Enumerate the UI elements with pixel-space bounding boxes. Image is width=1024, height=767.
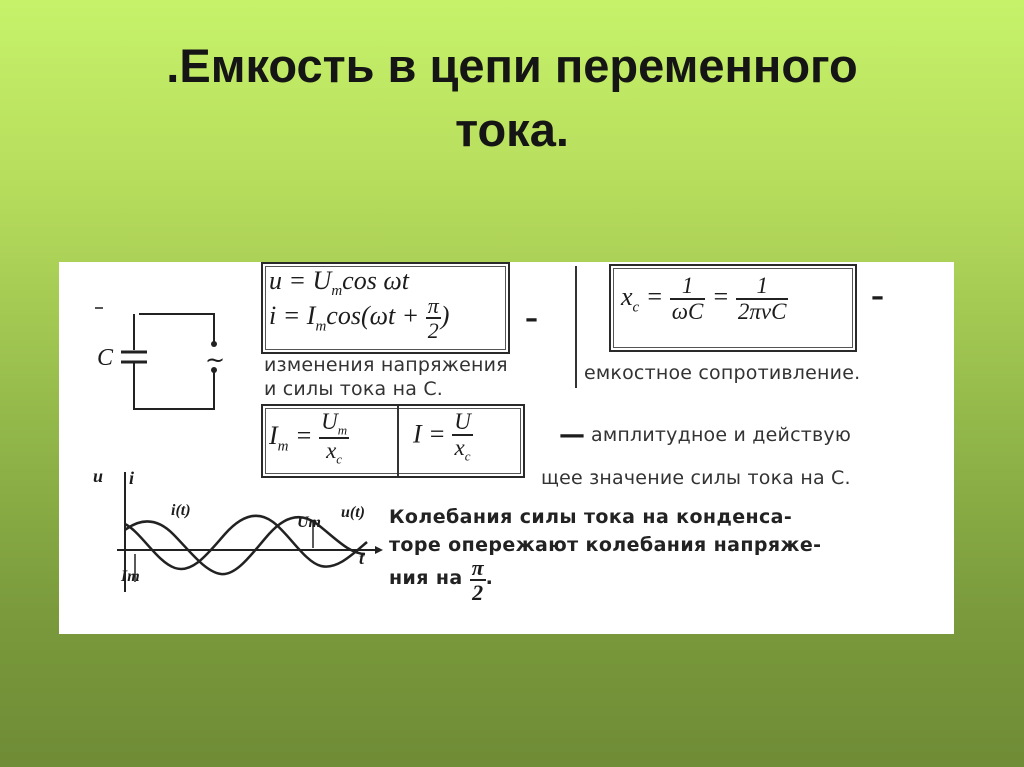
reactance-caption: емкостное сопротивление.	[584, 362, 861, 384]
reactance-frac-2-den: 2πνC	[737, 299, 787, 325]
amplitude-im-sub: m	[277, 438, 289, 455]
graph-im-label: Im	[121, 568, 140, 585]
amplitude-xc-sub-1: c	[336, 451, 343, 467]
circuit-wire-top	[139, 313, 215, 342]
amplitude-um-sub: m	[337, 422, 348, 438]
amplitude-formulas-divider	[397, 406, 399, 476]
amplitude-eq: =	[288, 421, 320, 451]
source-terminal-top	[211, 341, 217, 347]
voltage-equation-rhs: cos ωt	[342, 266, 409, 295]
current-equation-close: )	[440, 301, 450, 331]
equations-caption-line-2: и силы тока на С.	[264, 378, 444, 400]
graph-axis-i-label: i	[129, 468, 135, 488]
reactance-eq-1: =	[639, 282, 670, 312]
voltage-equation-lhs: u = U	[269, 266, 332, 295]
reactance-sub: c	[632, 299, 640, 316]
slide-title-line-2: тока.	[455, 103, 569, 156]
equations-caption-line-1: изменения напряжения	[264, 354, 508, 376]
conclusion-line-1: Колебания силы тока на конденса-	[389, 506, 793, 528]
reactance-frac-1-num: 1	[669, 273, 706, 301]
amplitude-caption-line-2: щее значение силы тока на С.	[541, 467, 851, 489]
graph-current-label: i(t)	[171, 502, 191, 519]
equations-dash: –	[525, 304, 538, 334]
current-voltage-graph	[117, 472, 383, 592]
graph-um-label: Um	[297, 514, 321, 531]
source-terminal-bottom	[211, 367, 217, 373]
graph-t-label: t	[359, 548, 365, 568]
current-equation-rhs: cos(ωt +	[326, 301, 426, 331]
capacitor-circuit-diagram	[95, 307, 217, 410]
column-divider	[575, 266, 577, 388]
voltage-equation-sub: m	[331, 283, 343, 300]
amplitude-im-lhs: I	[269, 421, 278, 451]
slide-title: .Емкость в цепи переменного тока.	[0, 34, 1024, 162]
reactance-dash: –	[871, 282, 884, 312]
current-equation-pi: π	[425, 293, 441, 320]
conclusion-period: .	[485, 566, 494, 589]
effective-xc-sub: c	[464, 448, 471, 464]
effective-u-num: U	[452, 409, 473, 437]
graph-axis-u-label: u	[93, 466, 104, 486]
voltage-equation: u = Umcos ωt	[269, 266, 409, 300]
capacitor-label: C	[97, 345, 114, 371]
current-equation-two: 2	[427, 318, 439, 344]
graph-voltage-label: u(t)	[341, 504, 365, 521]
current-equation-lhs: i = I	[269, 301, 316, 331]
conclusion-two: 2	[472, 580, 484, 606]
graph-voltage-curve	[124, 515, 366, 576]
graph-current-curve	[124, 514, 368, 571]
amplitude-dash: —	[559, 420, 585, 450]
effective-i-lhs: I =	[413, 419, 453, 449]
slide-title-line-1: .Емкость в цепи переменного	[166, 39, 858, 92]
conclusion-line-3-prefix: ния на	[389, 566, 470, 589]
graph-t-axis-arrow	[375, 546, 383, 554]
amplitude-xc-den-1: x	[326, 438, 337, 464]
amplitude-um-num: U	[321, 409, 338, 434]
reactance-frac-2-num: 1	[735, 273, 789, 301]
conclusion-line-2: торе опережают колебания напряже-	[389, 534, 822, 556]
effective-xc-den: x	[454, 435, 465, 461]
amplitude-caption-line-1: амплитудное и действую	[591, 424, 852, 446]
reactance-eq-2: =	[705, 282, 736, 312]
reactance-frac-1-den: ωC	[671, 299, 704, 325]
current-equation-sub: m	[315, 318, 327, 335]
circuit-wire-bottom	[133, 372, 215, 410]
reactance-lhs: x	[621, 282, 633, 312]
conclusion-pi: π	[469, 555, 486, 582]
source-symbol: ~	[205, 346, 226, 374]
